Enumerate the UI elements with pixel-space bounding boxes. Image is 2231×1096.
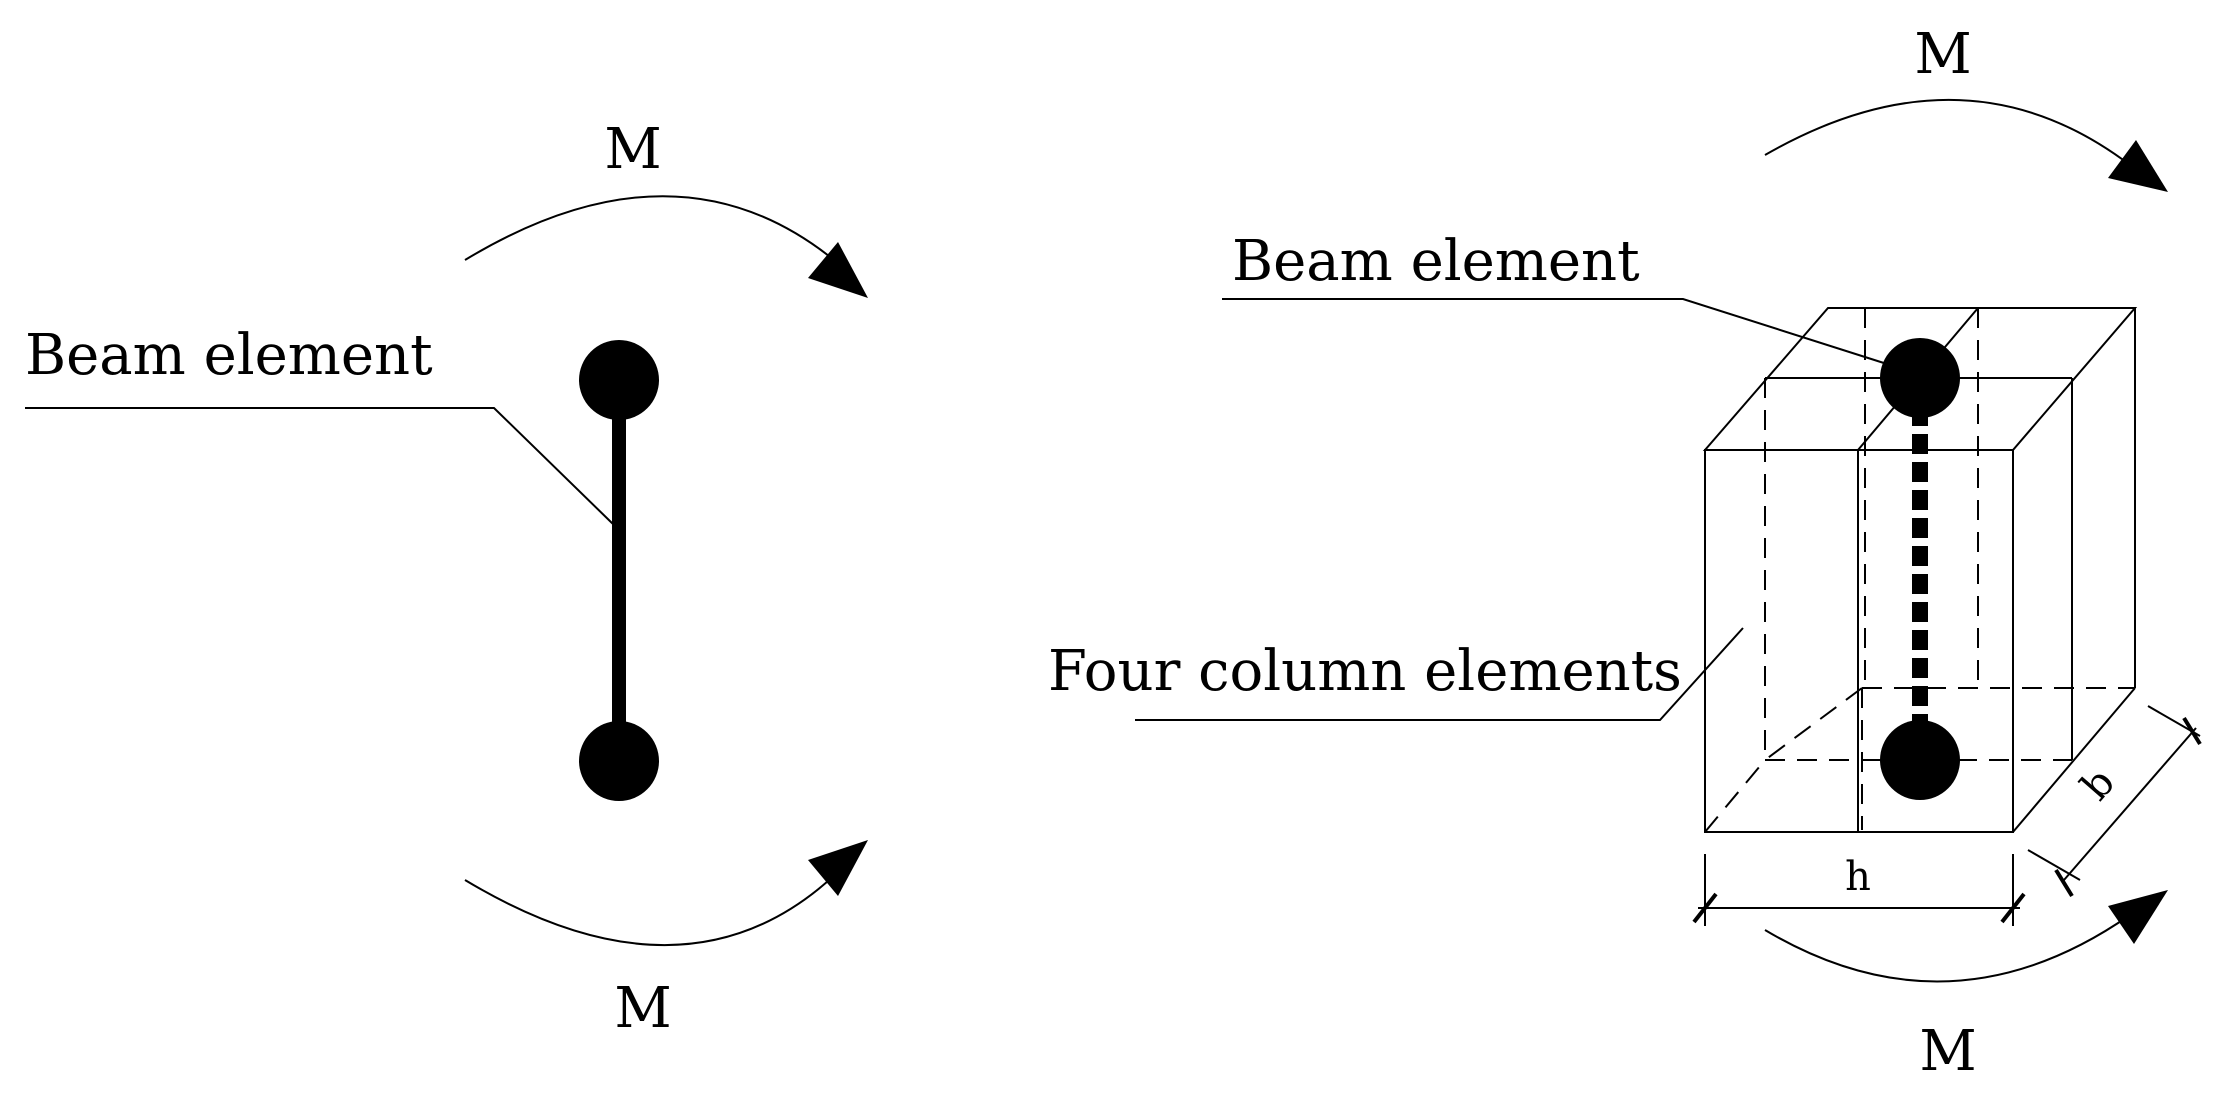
right-bottom-moment-arrow bbox=[1764, 890, 2168, 983]
dimension-b-label: b bbox=[2072, 760, 2124, 810]
left-bottom-moment-arrow bbox=[464, 840, 868, 947]
right-columns-label: Four column elements bbox=[1048, 639, 1682, 704]
left-bottom-moment-label: M bbox=[614, 976, 671, 1041]
left-beam-leader bbox=[25, 407, 615, 526]
dimension-h-label: h bbox=[1845, 854, 1871, 900]
left-top-moment-arrow bbox=[464, 195, 868, 298]
right-top-moment-arrow bbox=[1764, 98, 2168, 192]
right-columns-leader bbox=[1135, 627, 1744, 721]
dimension-b bbox=[2027, 705, 2202, 898]
left-beam-label: Beam element bbox=[25, 323, 433, 388]
right-beam-bottom-node bbox=[1880, 720, 1960, 800]
left-beam-top-node bbox=[579, 340, 659, 420]
left-top-moment-label: M bbox=[604, 117, 661, 182]
right-beam-leader bbox=[1222, 298, 1888, 365]
left-model: M M Beam element bbox=[25, 117, 868, 1041]
right-beam-top-node bbox=[1880, 338, 1960, 418]
right-bottom-moment-label: M bbox=[1919, 1019, 1976, 1084]
right-beam-label: Beam element bbox=[1232, 229, 1640, 294]
right-top-moment-label: M bbox=[1914, 22, 1971, 87]
dimension-h bbox=[1692, 854, 2026, 926]
left-beam-bottom-node bbox=[579, 721, 659, 801]
right-model: M M bbox=[1048, 22, 2202, 1084]
column-box-edges bbox=[1702, 307, 2138, 833]
column-box-hidden-edges bbox=[1704, 308, 2135, 833]
